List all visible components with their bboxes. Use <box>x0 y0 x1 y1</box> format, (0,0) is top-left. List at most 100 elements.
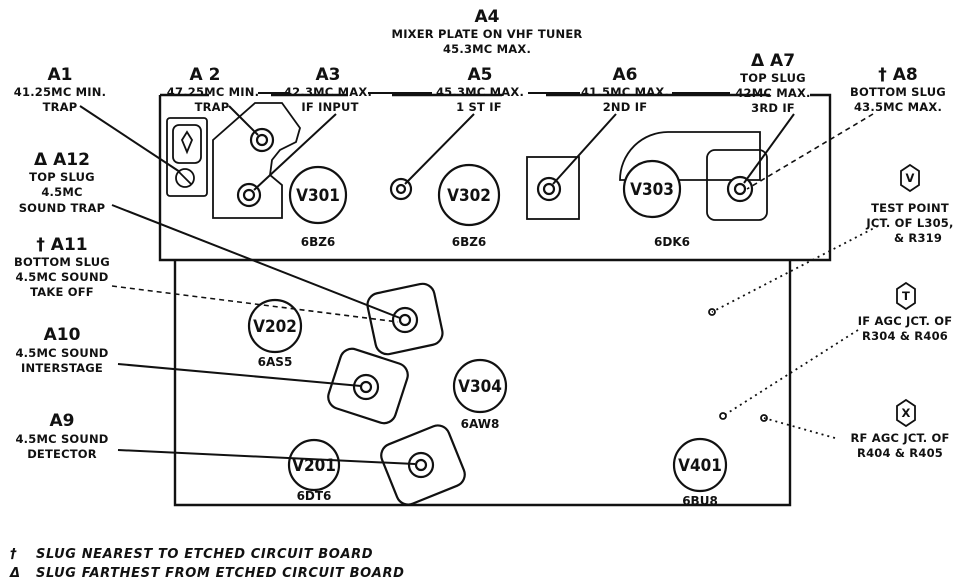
callout-a12-line2: 4.5MC <box>41 185 82 199</box>
callout-a11: † A11 BOTTOM SLUG 4.5MC SOUND TAKE OFF <box>14 235 110 299</box>
test-point-t-line2: R304 & R406 <box>862 329 948 343</box>
tube-v304-name: V304 <box>458 377 502 397</box>
callout-a11-line1: BOTTOM SLUG <box>14 255 110 269</box>
tube-v401-name: V401 <box>678 456 722 476</box>
a7-can <box>706 149 768 221</box>
tube-v303-type: 6DK6 <box>654 235 690 249</box>
callout-a1-code: A1 <box>48 65 73 85</box>
tube-v304-type: 6AW8 <box>461 417 500 431</box>
callout-a6-code: A6 <box>613 65 638 85</box>
tube-v301: V301 6BZ6 <box>288 165 348 249</box>
callout-a9-line1: 4.5MC SOUND <box>15 432 108 446</box>
test-point-v-symbol: V <box>905 171 914 185</box>
callout-a12: Δ A12 TOP SLUG 4.5MC SOUND TRAP <box>19 150 106 215</box>
test-point-t-line1: IF AGC JCT. OF <box>858 314 953 328</box>
chassis <box>158 93 832 507</box>
tube-v302-type: 6BZ6 <box>452 235 487 249</box>
callout-a12-line3: SOUND TRAP <box>19 201 106 215</box>
callout-a11-line3: TAKE OFF <box>30 285 94 299</box>
tube-v303: V303 6DK6 <box>622 159 690 249</box>
sound-coils <box>327 282 466 506</box>
callout-a2-code: A 2 <box>190 65 221 85</box>
callout-a5-code: A5 <box>468 65 493 85</box>
callout-a7-line3: 3RD IF <box>751 101 795 115</box>
legend-dagger-text: SLUG NEAREST TO ETCHED CIRCUIT BOARD <box>36 547 373 562</box>
lower-chassis-outline <box>173 260 792 507</box>
callout-a12-code: Δ A12 <box>34 150 90 170</box>
callout-a5: A5 45.3MC MAX. 1 ST IF <box>436 65 524 114</box>
callout-a9-line2: DETECTOR <box>27 447 97 461</box>
tube-v201: V201 6DT6 <box>287 438 341 503</box>
tube-v202: V202 6AS5 <box>247 298 303 369</box>
callout-a2: A 2 47.25MC MIN. TRAP <box>167 65 259 114</box>
title-line1: MIXER PLATE ON VHF TUNER <box>392 27 583 41</box>
legend: † SLUG NEAREST TO ETCHED CIRCUIT BOARD Δ… <box>9 547 404 581</box>
callout-a7-line1: TOP SLUG <box>740 71 806 85</box>
callout-a5-line1: 45.3MC MAX. <box>436 85 524 99</box>
tube-v302-name: V302 <box>447 186 491 206</box>
callout-a10: A10 4.5MC SOUND INTERSTAGE <box>15 325 108 375</box>
tube-v301-name: V301 <box>296 186 340 206</box>
test-point-x-line1: RF AGC JCT. OF <box>850 431 949 445</box>
callout-a3: A3 42.3MC MAX. IF INPUT <box>284 65 372 114</box>
tube-v401: V401 6BU8 <box>672 437 728 508</box>
test-point-t-marker <box>896 281 916 311</box>
test-point-v-line1: TEST POINT <box>871 201 949 215</box>
callout-a3-line2: IF INPUT <box>301 100 358 114</box>
test-point-v-line2: JCT. OF L305, <box>865 216 953 230</box>
callout-a7-line2: 42MC MAX. <box>735 86 810 100</box>
callout-a6: A6 41.5MC MAX. 2ND IF <box>581 65 669 114</box>
callout-a10-line2: INTERSTAGE <box>21 361 103 375</box>
callout-a1-line2: TRAP <box>43 100 78 114</box>
title-code: A4 <box>475 7 500 27</box>
test-point-v: V TEST POINT JCT. OF L305, & R319 <box>865 163 953 245</box>
callout-a5-line2: 1 ST IF <box>456 100 502 114</box>
callout-a9-code: A9 <box>50 411 75 431</box>
a6-can <box>526 156 580 220</box>
callout-a10-line1: 4.5MC SOUND <box>15 346 108 360</box>
title-block: A4 MIXER PLATE ON VHF TUNER 45.3MC MAX. <box>392 7 583 56</box>
tube-v202-type: 6AS5 <box>258 355 293 369</box>
if-input-shield <box>212 102 301 219</box>
tube-v202-name: V202 <box>253 317 297 337</box>
a1-trap-slug <box>175 168 195 188</box>
test-point-x-marker <box>896 398 916 428</box>
a1-trap-bracket <box>166 117 208 197</box>
test-point-x-symbol: X <box>901 406 910 420</box>
tube-v401-type: 6BU8 <box>682 494 718 508</box>
test-point-v-line3: & R319 <box>894 231 942 245</box>
tube-v303-name: V303 <box>630 180 674 200</box>
callout-a6-line1: 41.5MC MAX. <box>581 85 669 99</box>
upper-chassis-outline <box>158 93 832 262</box>
v303-shield <box>619 131 761 181</box>
tubes: V301 6BZ6 V302 6BZ6 V303 6DK6 V202 6AS5 … <box>247 159 728 508</box>
tube-v301-type: 6BZ6 <box>301 235 336 249</box>
callout-a8-line1: BOTTOM SLUG <box>850 85 946 99</box>
test-point-t: T IF AGC JCT. OF R304 & R406 <box>858 281 953 343</box>
tube-v201-type: 6DT6 <box>297 489 332 503</box>
callout-a9: A9 4.5MC SOUND DETECTOR <box>15 411 108 461</box>
callout-a11-code: † A11 <box>36 235 87 255</box>
callout-a2-line2: TRAP <box>195 100 230 114</box>
tube-v302: V302 6BZ6 <box>437 163 501 249</box>
callout-a12-line1: TOP SLUG <box>29 170 95 184</box>
callout-a1: A1 41.25MC MIN. TRAP <box>14 65 106 114</box>
callout-a10-code: A10 <box>44 325 81 345</box>
legend-delta-symbol: Δ <box>9 566 21 581</box>
callout-a11-line2: 4.5MC SOUND <box>15 270 108 284</box>
legend-dagger-symbol: † <box>10 547 17 562</box>
callout-a7-code: Δ A7 <box>751 51 795 71</box>
callout-a8-line2: 43.5MC MAX. <box>854 100 942 114</box>
legend-delta-text: SLUG FARTHEST FROM ETCHED CIRCUIT BOARD <box>36 566 404 581</box>
tube-v304: V304 6AW8 <box>452 358 508 431</box>
test-point-t-symbol: T <box>902 289 910 303</box>
callout-a7: Δ A7 TOP SLUG 42MC MAX. 3RD IF <box>735 51 810 115</box>
a1-trap-slot <box>172 124 202 164</box>
test-point-x-line2: R404 & R405 <box>857 446 943 460</box>
test-point-v-marker <box>900 163 920 193</box>
callout-a1-line1: 41.25MC MIN. <box>14 85 106 99</box>
callout-a2-line1: 47.25MC MIN. <box>167 85 259 99</box>
callout-a6-line2: 2ND IF <box>603 100 648 114</box>
title-line2: 45.3MC MAX. <box>443 42 531 56</box>
